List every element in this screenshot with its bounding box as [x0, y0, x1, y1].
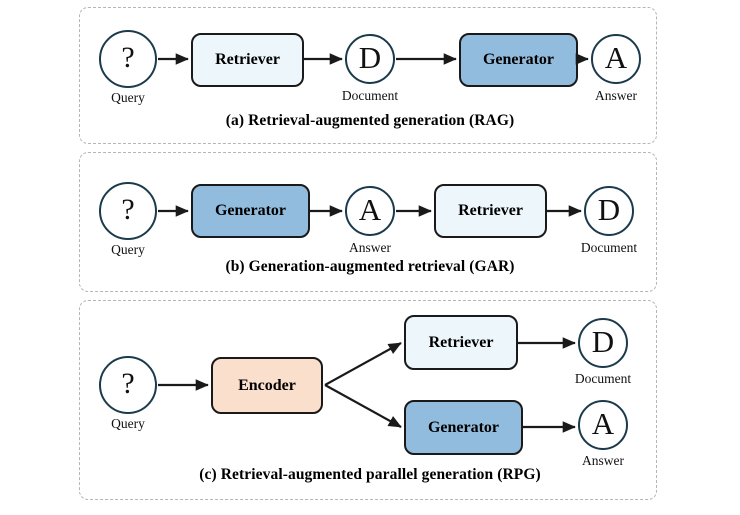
- node-answer-a: A: [591, 34, 641, 84]
- document-glyph-a: D: [358, 39, 382, 75]
- query-glyph-b: ?: [121, 193, 135, 226]
- node-label-query-c: Query: [111, 416, 145, 431]
- node-query-a: ?: [99, 30, 157, 88]
- node-answer-b: A: [345, 186, 395, 236]
- caption-rag: (a) Retrieval-augmented generation (RAG): [225, 112, 515, 129]
- caption-gar: (b) Generation-augmented retrieval (GAR): [225, 258, 515, 275]
- node-label-answer-b: Answer: [349, 240, 391, 255]
- caption-rpg: (c) Retrieval-augmented parallel generat…: [199, 466, 541, 483]
- node-retriever-a: Retriever: [191, 33, 304, 87]
- node-document-a: D: [345, 34, 395, 84]
- node-document-b: D: [584, 186, 634, 236]
- node-label-document-b: Document: [580, 240, 638, 255]
- node-retriever-b: Retriever: [434, 184, 547, 238]
- answer-glyph-c: A: [591, 405, 615, 441]
- node-encoder-c: Encoder: [211, 357, 323, 414]
- node-query-c: ?: [99, 356, 157, 414]
- node-generator-b: Generator: [191, 184, 310, 238]
- document-glyph-c: D: [591, 323, 615, 359]
- node-label-query-b: Query: [111, 242, 145, 257]
- node-label-answer-c: Answer: [582, 453, 624, 468]
- query-glyph-c: ?: [121, 367, 135, 400]
- node-label-query-a: Query: [111, 90, 145, 105]
- document-glyph-b: D: [597, 191, 621, 227]
- node-label-answer-a: Answer: [595, 88, 637, 103]
- node-generator-c: Generator: [404, 400, 523, 455]
- query-glyph-a: ?: [121, 41, 135, 74]
- node-document-c: D: [578, 318, 628, 368]
- answer-glyph-b: A: [358, 191, 382, 227]
- node-query-b: ?: [99, 182, 157, 240]
- node-label-document-a: Document: [341, 88, 399, 103]
- answer-glyph-a: A: [604, 39, 628, 75]
- node-generator-a: Generator: [459, 33, 578, 87]
- node-label-document-c: Document: [574, 371, 632, 386]
- node-answer-c: A: [578, 400, 628, 450]
- node-retriever-c: Retriever: [404, 315, 518, 370]
